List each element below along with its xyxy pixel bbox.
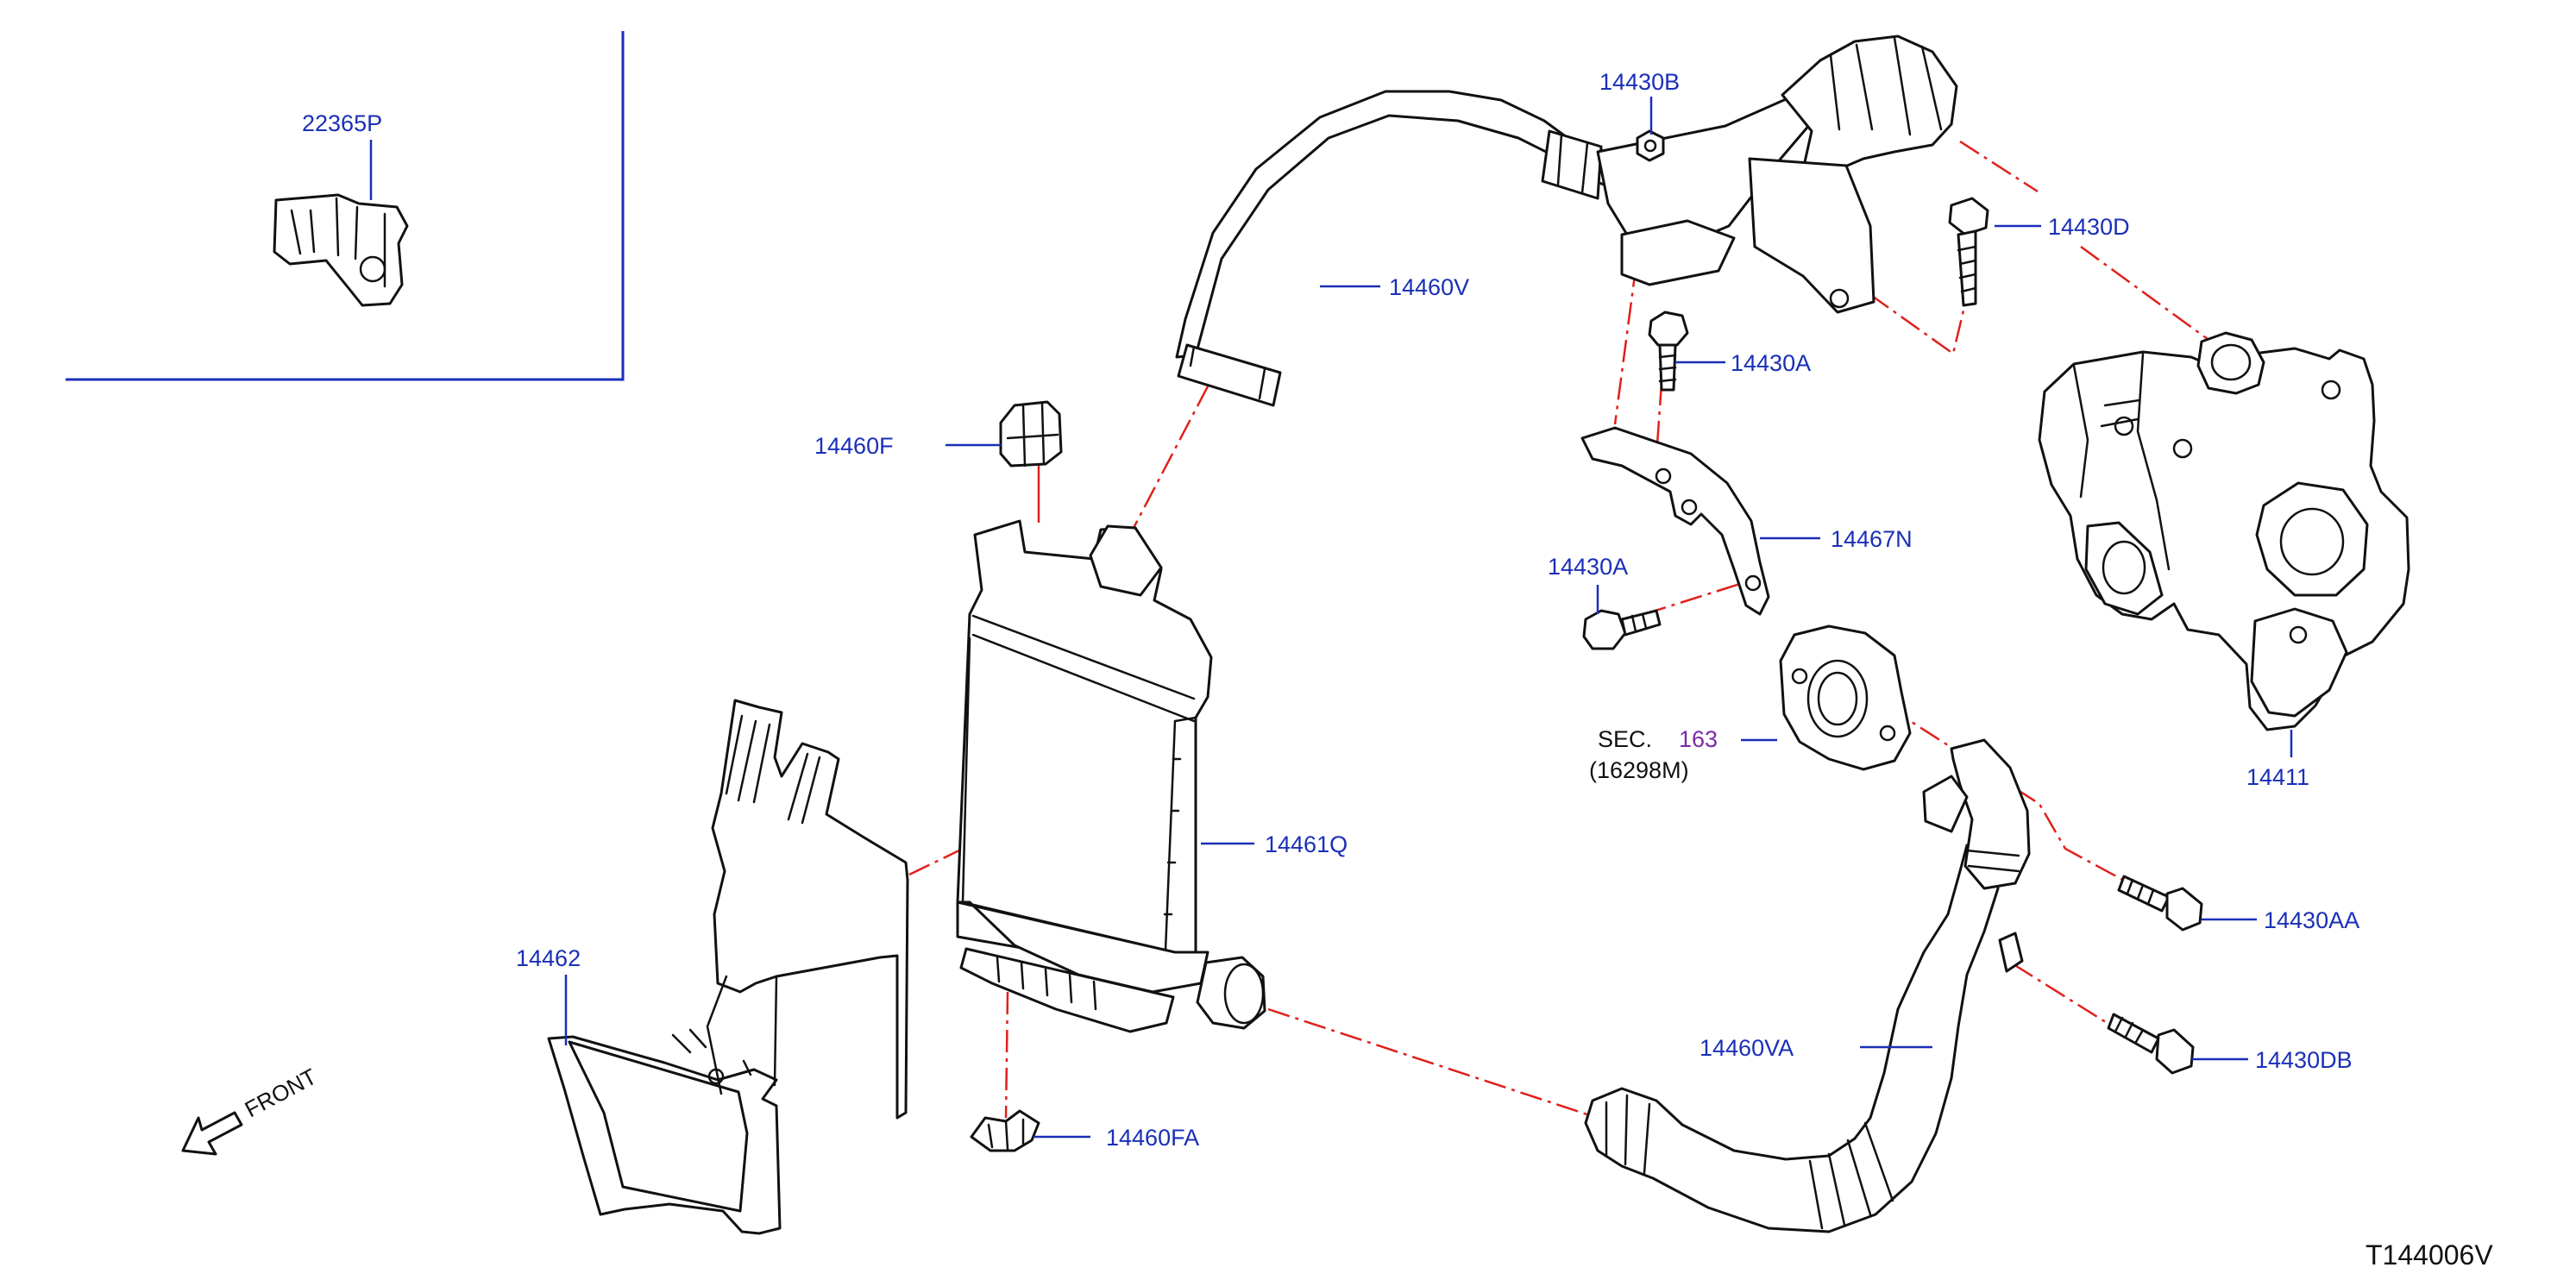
front-indicator: FRONT xyxy=(181,1064,321,1156)
part-14430A-upper-bolt[interactable] xyxy=(1648,311,1689,392)
dash-14460VA-14430DB xyxy=(2013,963,2116,1030)
part-14430AA-bolt[interactable] xyxy=(2117,875,2203,932)
dash-14430A-bracket xyxy=(1655,382,1663,458)
part-14430A-lower-bolt[interactable] xyxy=(1582,609,1662,650)
label-14460FA: 14460FA xyxy=(1106,1125,1199,1151)
dash-bolt-14467N xyxy=(1643,581,1744,616)
label-14430A-top: 14430A xyxy=(1731,350,1811,376)
label-14411: 14411 xyxy=(2246,764,2309,790)
label-14430D: 14430D xyxy=(2048,214,2130,240)
dash-pipe-turbo xyxy=(1959,140,2221,350)
part-14430D-bolt[interactable] xyxy=(1948,197,1989,307)
dash-14460V-14461Q xyxy=(1132,386,1209,529)
part-14411-turbocharger[interactable] xyxy=(2038,331,2410,731)
dash-14461Q-14460FA xyxy=(1004,991,1009,1119)
part-14462-air-guide[interactable] xyxy=(547,699,909,1235)
label-14460V: 14460V xyxy=(1389,274,1469,300)
inset-frame xyxy=(66,31,625,381)
dash-14461Q-14460VA xyxy=(1267,1007,1609,1123)
label-14467N: 14467N xyxy=(1831,526,1913,552)
part-14460VA-lower-duct[interactable] xyxy=(1584,738,2031,1233)
part-sec163-throttle[interactable] xyxy=(1779,624,1912,771)
dash-sec163-14430AA xyxy=(1856,685,2130,885)
label-14460VA: 14460VA xyxy=(1700,1035,1794,1061)
label-sec-part: (16298M) xyxy=(1589,757,1689,783)
callout-labels: 22365P 14430B 14430D 14460V 14430A 14460… xyxy=(302,69,2359,1151)
label-14430AA: 14430AA xyxy=(2264,907,2359,933)
part-14461Q-intercooler[interactable] xyxy=(956,519,1266,1033)
part-14460F-clip[interactable] xyxy=(999,400,1063,467)
label-14430B: 14430B xyxy=(1599,69,1680,95)
label-22365P: 22365P xyxy=(302,110,382,136)
label-14430DB: 14430DB xyxy=(2255,1047,2353,1073)
part-14460FA-clip[interactable] xyxy=(970,1109,1040,1152)
front-label: FRONT xyxy=(241,1064,321,1123)
leader-lines xyxy=(369,97,2293,1139)
part-14460V-upper-duct[interactable] xyxy=(1175,35,1958,407)
label-sec-number: 163 xyxy=(1679,726,1718,752)
part-14467N-bracket[interactable] xyxy=(1580,426,1770,616)
reference-code: T144006V xyxy=(2366,1239,2493,1271)
label-14430A-bottom: 14430A xyxy=(1548,554,1628,580)
part-14430B-nut[interactable] xyxy=(1636,129,1665,162)
label-14462: 14462 xyxy=(516,945,581,971)
label-14461Q: 14461Q xyxy=(1265,831,1348,857)
front-arrow-icon xyxy=(181,1111,243,1156)
label-14460F: 14460F xyxy=(814,433,894,459)
label-sec-prefix: SEC. xyxy=(1598,726,1652,752)
part-22365P-sensor[interactable] xyxy=(273,193,409,307)
part-14430DB-bolt[interactable] xyxy=(2107,1013,2195,1075)
dash-bracket-14430D xyxy=(1838,271,1965,356)
